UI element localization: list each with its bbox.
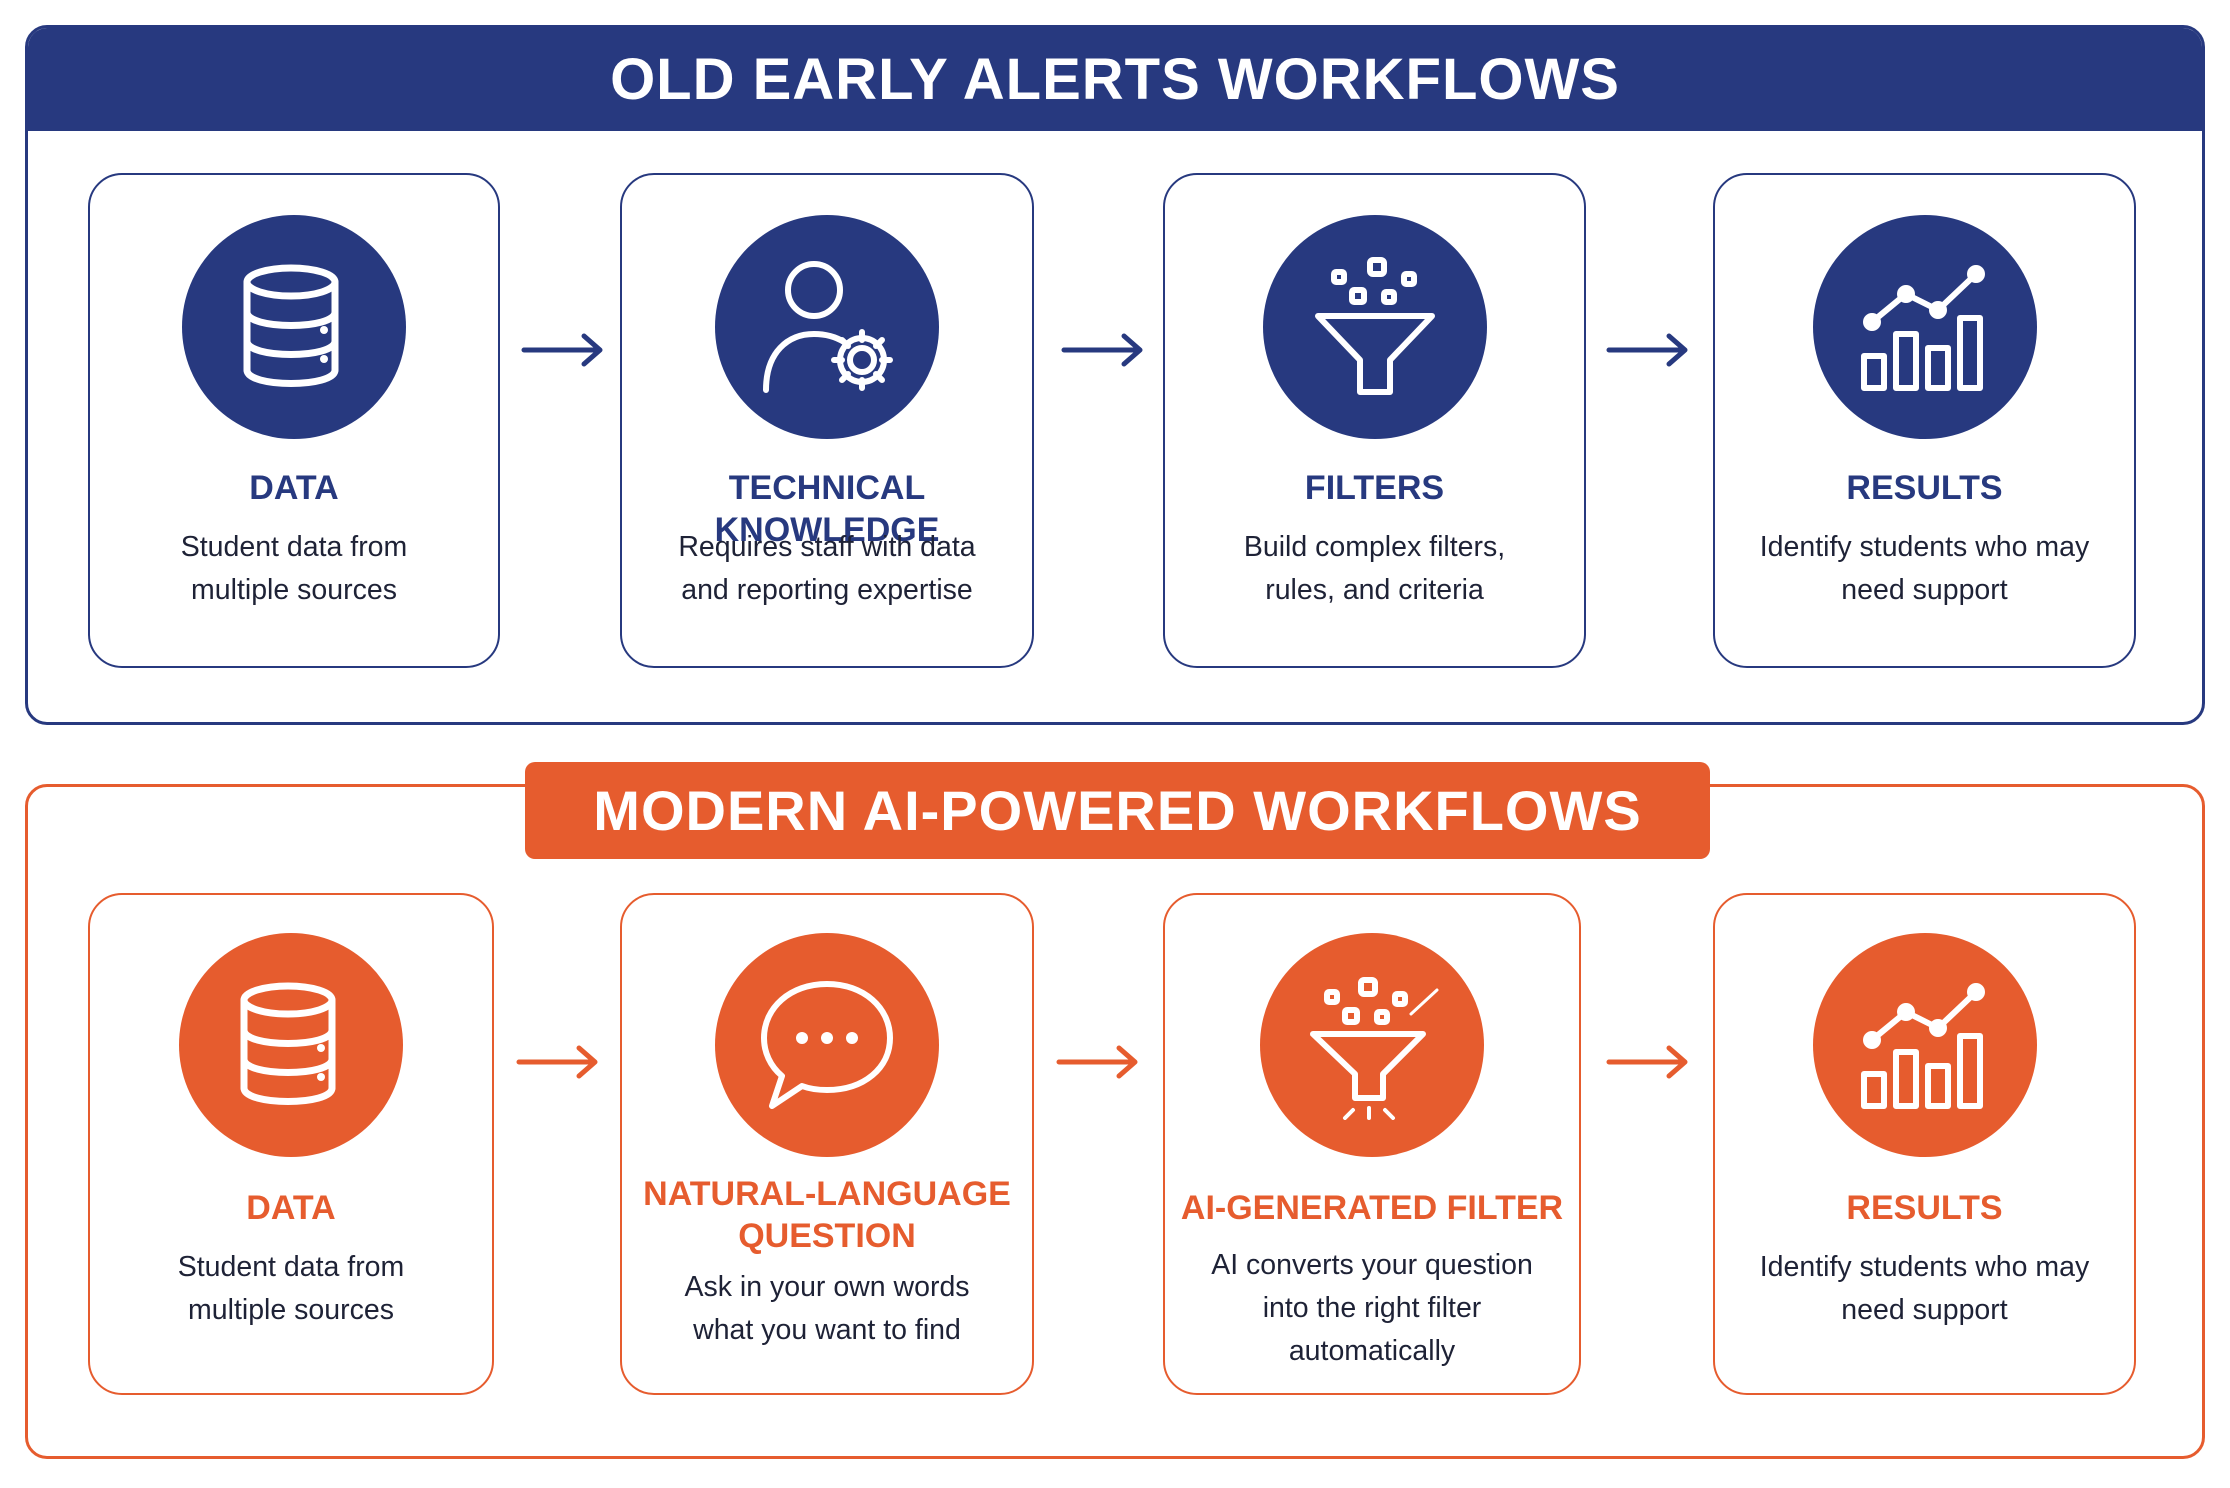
step-description: Student data from multiple sources (180, 531, 408, 606)
chart-icon (1812, 215, 2037, 439)
old-step-filters-card: FILTERS Build complex filters, rules, an… (1163, 173, 1586, 668)
new-step-results-card: RESULTS Identify students who may need s… (1713, 893, 2136, 1395)
new-step-natural-language-question-card: NATURAL-LANGUAGE QUESTION Ask in your ow… (620, 893, 1034, 1395)
database-icon (182, 215, 406, 439)
step-title: TECHNICAL KNOWLEDGE (714, 469, 940, 549)
old-step-results-card: RESULTS Identify students who may need s… (1713, 173, 2136, 668)
step-title: FILTERS (1304, 469, 1445, 507)
step-description: Identify students who may need support (1759, 531, 2090, 606)
ai-funnel-icon (1260, 933, 1484, 1157)
step-description: AI converts your question into the right… (1211, 1249, 1533, 1367)
step-description: Build complex filters, rules, and criter… (1243, 531, 1506, 606)
funnel-icon (1262, 215, 1487, 439)
new-workflow-title: MODERN AI-POWERED WORKFLOWS (525, 762, 1710, 859)
step-description: Ask in your own words what you want to f… (684, 1271, 970, 1346)
step-description: Identify students who may need support (1759, 1251, 2090, 1326)
chart-icon (1812, 933, 2037, 1157)
user-gear-icon (715, 215, 939, 439)
new-step-data-card: DATA Student data from multiple sources (88, 893, 494, 1395)
step-description: Student data from multiple sources (177, 1251, 405, 1326)
step-title: DATA (249, 469, 339, 507)
step-title: RESULTS (1846, 469, 2003, 507)
old-step-data-card: DATA Student data from multiple sources (88, 173, 500, 668)
step-title: AI-GENERATED FILTER (1180, 1189, 1564, 1227)
step-title: DATA (246, 1189, 336, 1227)
speech-bubble-icon (715, 933, 939, 1157)
arrow-right-icon (521, 333, 603, 367)
step-title: NATURAL-LANGUAGE QUESTION (643, 1175, 1011, 1255)
old-workflow-title: OLD EARLY ALERTS WORKFLOWS (28, 28, 2202, 131)
database-icon (179, 933, 403, 1157)
step-description: Requires staff with data and reporting e… (678, 531, 976, 606)
arrow-right-icon (1606, 1045, 1688, 1079)
arrow-right-icon (1606, 333, 1688, 367)
new-step-ai-generated-filter-card: AI-GENERATED FILTER AI converts your que… (1163, 893, 1581, 1395)
arrow-right-icon (1056, 1045, 1138, 1079)
step-title: RESULTS (1846, 1189, 2003, 1227)
old-step-technical-knowledge-card: TECHNICAL KNOWLEDGE Requires staff with … (620, 173, 1034, 668)
arrow-right-icon (516, 1045, 598, 1079)
arrow-right-icon (1061, 333, 1143, 367)
